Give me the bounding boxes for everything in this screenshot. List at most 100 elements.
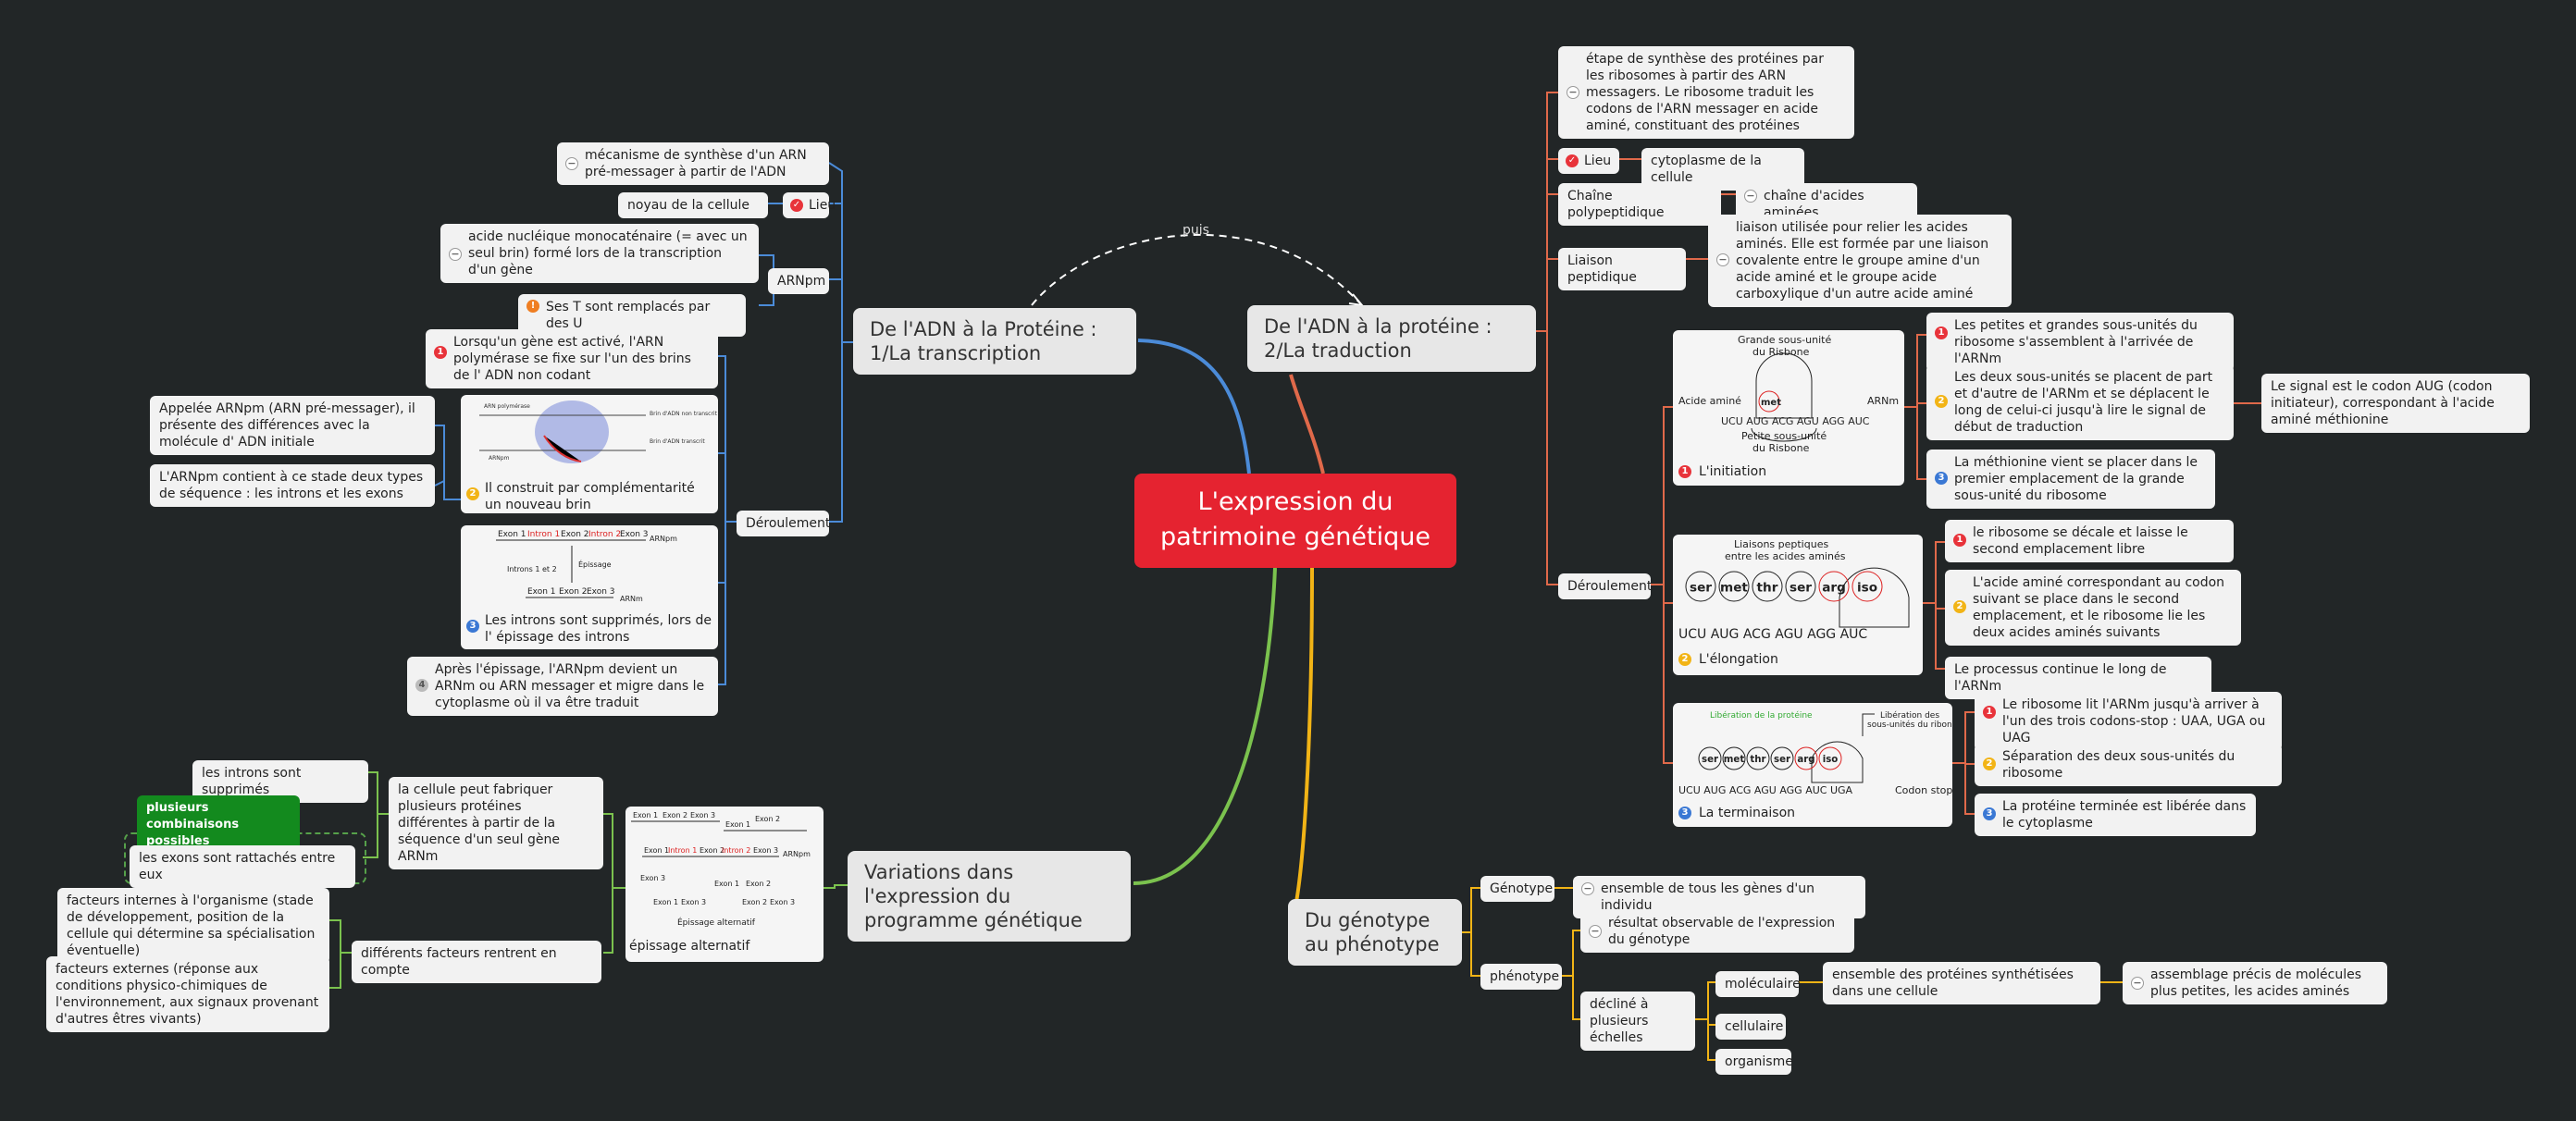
terminaison-step-1[interactable]: 1 Le ribosome lit l'ARNm jusqu'à arriver…	[1975, 692, 2282, 751]
amino-acid-label: met	[1720, 581, 1748, 596]
elongation-step-1[interactable]: 1 le ribosome se décale et laisse le sec…	[1945, 520, 2234, 562]
amino-acid-label: iso	[1857, 581, 1877, 596]
svg-text:Exon 3: Exon 3	[681, 898, 706, 906]
svg-text:du Risbone: du Risbone	[1752, 346, 1810, 358]
phenotype-definition[interactable]: − résultat observable de l'expression du…	[1580, 910, 1854, 953]
minus-icon: −	[2131, 977, 2144, 990]
svg-text:Libération des: Libération des	[1880, 710, 1939, 721]
amino-acid-label: ser	[1702, 755, 1718, 765]
initiation-step-2[interactable]: 2 Les deux sous-unités se placent de par…	[1926, 364, 2234, 440]
priority-1-icon: 1	[1953, 534, 1966, 547]
variations-exons[interactable]: les exons sont rattachés entre eux	[130, 845, 355, 888]
fig2-label-4: ARNpm	[489, 455, 510, 462]
amino-acid-circle	[1718, 571, 1750, 602]
svg-text:Exon 2: Exon 2	[561, 530, 589, 539]
svg-text:Petite sous-unité: Petite sous-unité	[1741, 430, 1827, 442]
combinaisons-label[interactable]: plusieurs combinaisons possibles	[137, 795, 300, 855]
minus-icon: −	[565, 157, 578, 170]
traduction-deroulement[interactable]: Déroulement	[1558, 573, 1652, 599]
arnpm-definition[interactable]: − acide nucléique monocaténaire (= avec …	[440, 224, 759, 283]
svg-text:Exon 3: Exon 3	[753, 846, 778, 855]
priority-1-icon: 1	[1935, 326, 1948, 339]
branch-genotype[interactable]: Du génotype au phénotype	[1288, 899, 1462, 966]
transcription-definition[interactable]: − mécanisme de synthèse d'un ARN pré-mes…	[557, 142, 829, 185]
svg-text:Exon 1: Exon 1	[653, 898, 678, 906]
transcription-deroulement[interactable]: Déroulement	[737, 511, 830, 536]
elongation[interactable]: Liaisons peptiques entre les acides amin…	[1673, 535, 1923, 675]
svg-text:ARNpm: ARNpm	[783, 850, 811, 858]
facteurs-internes[interactable]: facteurs internes à l'organisme (stade d…	[57, 888, 329, 964]
amino-acid-label: ser	[1774, 755, 1790, 765]
echelle-organisme[interactable]: organisme	[1715, 1049, 1793, 1075]
initiation-signal-note[interactable]: Le signal est le codon AUG (codon initia…	[2261, 374, 2530, 433]
facteurs-externes[interactable]: facteurs externes (réponse aux condition…	[46, 956, 329, 1032]
transcription-step-2[interactable]: ARN polymérase Brin d'ADN non transcrit …	[461, 395, 718, 513]
branch-variations[interactable]: Variations dans l'expression du programm…	[848, 851, 1131, 942]
branch-transcription-title: De l'ADN à la Protéine : 1/La transcript…	[870, 318, 1097, 364]
transcription-arnpm[interactable]: ARNpm	[768, 268, 829, 294]
svg-text:Exon 3: Exon 3	[690, 811, 715, 819]
svg-text:Exon 2: Exon 2	[663, 811, 687, 819]
transcription-lieu-value[interactable]: noyau de la cellule	[618, 192, 768, 218]
echelles[interactable]: décliné à plusieurs échelles	[1580, 992, 1695, 1051]
step2-note-differences[interactable]: Appelée ARNpm (ARN pré-messager), il pré…	[150, 396, 435, 455]
fig2-label-3: Brin d'ADN transcrit	[650, 438, 705, 445]
initiation-step-3[interactable]: 3 La méthionine vient se placer dans le …	[1926, 450, 2215, 509]
svg-text:sous-unités du ribone: sous-unités du ribone	[1867, 720, 1952, 730]
echelle-cellulaire[interactable]: cellulaire	[1715, 1014, 1786, 1040]
phenotype-label[interactable]: phénotype	[1480, 964, 1562, 990]
terminaison-step-2[interactable]: 2 Séparation des deux sous-unités du rib…	[1975, 744, 2282, 786]
relation-label: puis	[1183, 223, 1209, 238]
priority-3-icon: 3	[1935, 472, 1948, 485]
traduction-lieu[interactable]: ✓ Lieu	[1558, 148, 1619, 174]
svg-text:Exon 3: Exon 3	[587, 587, 615, 597]
flag-icon: ✓	[1566, 154, 1579, 167]
priority-2-icon: 2	[1983, 758, 1996, 770]
epissage-alternatif[interactable]: Exon 1 Exon 2 Exon 3 Exon 1 Exon 2 Exon …	[625, 807, 824, 962]
terminaison[interactable]: Libération de la protéine Libération des…	[1673, 703, 1952, 827]
branch-transcription[interactable]: De l'ADN à la Protéine : 1/La transcript…	[853, 308, 1136, 375]
svg-text:du Risbone: du Risbone	[1752, 442, 1810, 454]
svg-text:UCU AUG ACG AGU AGG AUC UGA: UCU AUG ACG AGU AGG AUC UGA	[1678, 784, 1853, 796]
svg-text:Exon 2: Exon 2	[700, 846, 724, 855]
genotype-label[interactable]: Génotype	[1480, 876, 1554, 902]
svg-text:Exon 3: Exon 3	[620, 530, 649, 539]
minus-icon: −	[1744, 190, 1757, 203]
transcription-step-1[interactable]: 1 Lorsqu'un gène est activé, l'ARN polym…	[426, 329, 718, 388]
step2-note-sequences[interactable]: L'ARNpm contient à ce stade deux types d…	[150, 464, 435, 507]
branch-genotype-title: Du génotype au phénotype	[1305, 909, 1440, 955]
initiation[interactable]: Grande sous-unité du Risbone met Acide a…	[1673, 330, 1904, 486]
svg-text:Acide aminé: Acide aminé	[1678, 395, 1741, 407]
transcription-step-3[interactable]: Exon 1 Intron 1 Exon 2 Intron 2 Exon 3 A…	[461, 525, 718, 649]
liaison-peptidique[interactable]: Liaison peptidique	[1558, 248, 1686, 290]
liaison-value[interactable]: − liaison utilisée pour relier les acide…	[1708, 215, 2012, 307]
root-topic[interactable]: L'expression du patrimoine génétique	[1134, 474, 1456, 568]
svg-text:Exon 1: Exon 1	[498, 530, 526, 539]
branch-traduction-title: De l'ADN à la protéine : 2/La traduction	[1264, 315, 1492, 362]
svg-text:Intron 1: Intron 1	[527, 530, 560, 539]
branch-traduction[interactable]: De l'ADN à la protéine : 2/La traduction	[1247, 305, 1536, 372]
transcription-lieu[interactable]: ✓ Lieu	[783, 192, 836, 218]
priority-1-icon: 1	[434, 346, 447, 359]
elongation-step-2[interactable]: 2 L'acide aminé correspondant au codon s…	[1945, 570, 2241, 646]
variations-cellule[interactable]: la cellule peut fabriquer plusieurs prot…	[389, 777, 603, 869]
svg-text:Exon 1: Exon 1	[527, 587, 556, 597]
chaine-polypeptidique[interactable]: Chaîne polypeptidique	[1558, 183, 1721, 226]
svg-text:ARNpm: ARNpm	[650, 535, 677, 543]
transcription-step-4[interactable]: 4 Après l'épissage, l'ARNpm devient un A…	[407, 657, 718, 716]
svg-text:Exon 3: Exon 3	[640, 874, 665, 882]
amino-acid-label: iso	[1823, 755, 1839, 765]
terminaison-step-3[interactable]: 3 La protéine terminée est libérée dans …	[1975, 794, 2256, 836]
minus-icon: −	[449, 248, 462, 261]
svg-text:Exon 1: Exon 1	[725, 820, 750, 829]
variations-facteurs[interactable]: différents facteurs rentrent en compte	[352, 941, 601, 983]
svg-text:Exon 2: Exon 2	[755, 815, 780, 823]
traduction-definition[interactable]: − étape de synthèse des protéines par le…	[1558, 46, 1854, 139]
svg-text:entre les acides aminés: entre les acides aminés	[1725, 550, 1846, 562]
moleculaire-definition-2[interactable]: − assemblage précis de molécules plus pe…	[2123, 962, 2387, 1004]
initiation-step-1[interactable]: 1 Les petites et grandes sous-unités du …	[1926, 313, 2234, 372]
echelle-moleculaire[interactable]: moléculaire	[1715, 971, 1801, 997]
moleculaire-definition[interactable]: ensemble des protéines synthétisées dans…	[1823, 962, 2100, 1004]
amino-acid-circle	[1818, 571, 1850, 602]
